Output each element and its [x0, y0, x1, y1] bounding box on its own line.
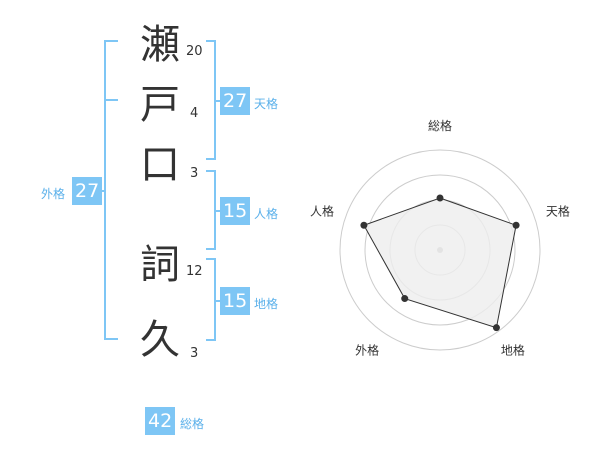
stroke-count-4: 12 [186, 264, 203, 279]
gaikaku-value: 27 [72, 177, 103, 205]
stroke-count-1: 20 [186, 44, 203, 59]
radar-axis-label-5: 人格 [310, 204, 334, 219]
radar-point-4 [401, 295, 409, 303]
jinkaku-bracket [206, 170, 216, 250]
jinkaku-label: 人格 [254, 207, 279, 221]
name-char-1: 瀬 [140, 22, 180, 68]
tenkaku-value: 27 [220, 87, 251, 115]
radar-point-2 [512, 221, 520, 229]
chikaku-value: 15 [220, 287, 251, 315]
jinkaku-value: 15 [220, 197, 251, 225]
name-char-2: 戸 [140, 82, 180, 128]
soukaku-label: 総格 [180, 417, 205, 431]
name-char-4: 詞 [140, 242, 180, 288]
radar-axis-label-3: 地格 [501, 342, 525, 357]
chikaku-bracket [206, 258, 216, 341]
tenkaku-bracket-connector [216, 100, 222, 102]
radar-axis-label-4: 外格 [355, 342, 379, 357]
radar-point-3 [492, 324, 500, 332]
gaikaku-bracket-divider [104, 99, 118, 101]
tenkaku-bracket [206, 40, 216, 160]
radar-ring-4 [339, 149, 541, 351]
gaikaku-label: 外格 [41, 187, 66, 201]
name-char-5: 久 [140, 317, 180, 363]
chikaku-bracket-connector [216, 300, 222, 302]
radar-point-1 [436, 194, 444, 202]
radar-ring-3 [364, 174, 516, 326]
tenkaku-label: 天格 [254, 97, 279, 111]
stroke-count-2: 4 [190, 106, 199, 121]
name-char-3: 口 [140, 142, 180, 188]
chikaku-label: 地格 [254, 297, 279, 311]
gaikaku-bracket [104, 40, 118, 340]
soukaku-value: 42 [145, 407, 176, 435]
stroke-count-5: 3 [190, 346, 199, 361]
stroke-count-3: 3 [190, 166, 199, 181]
jinkaku-bracket-connector [216, 210, 222, 212]
radar-axis-label-2: 天格 [546, 204, 570, 219]
radar-point-5 [360, 221, 368, 229]
radar-area [363, 197, 517, 329]
radar-axis-label-1: 総格 [428, 118, 452, 133]
